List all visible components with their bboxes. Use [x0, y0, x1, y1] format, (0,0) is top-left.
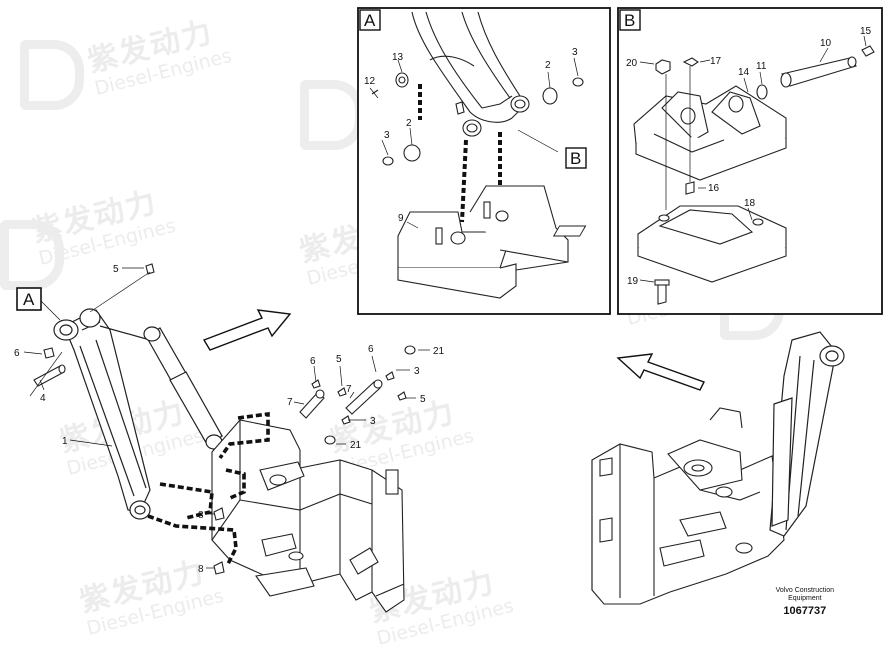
callout-b-14: 14: [738, 67, 750, 78]
callout-6c: 6: [368, 344, 374, 355]
callout-b-19: 19: [627, 276, 639, 287]
frame-left: [211, 419, 405, 613]
panel-b-parts: [654, 45, 875, 305]
boom-right: [769, 331, 845, 537]
parts-diagram: 紫发动力 Diesel-Engines 紫发动力 Diesel-Engines …: [0, 7, 883, 650]
panel-b-leaders: [639, 35, 867, 283]
callout-6: 6: [14, 348, 20, 359]
panel-a-label-box: [359, 9, 381, 31]
callout-b-16: 16: [708, 183, 720, 194]
callout-b-11: 11: [756, 61, 767, 72]
panel-a-pins: [371, 72, 584, 166]
callout-3b: 3: [370, 416, 376, 427]
callout-4: 4: [40, 393, 46, 404]
callout-a-2b: 2: [545, 60, 551, 71]
view-b-marker-box: [565, 147, 587, 169]
callout-5b: 5: [336, 354, 342, 365]
panel-b-lower-bracket: [552, 205, 787, 283]
main-leaders: [23, 267, 430, 569]
direction-arrow-left: [202, 309, 292, 351]
panel-b-upper-bracket: [633, 85, 787, 181]
panel-a-boom: [411, 11, 527, 123]
callout-b-10: 10: [820, 38, 832, 49]
callout-7b: 7: [346, 384, 352, 395]
callout-21b: 21: [350, 440, 362, 451]
panel-b-letter: B: [624, 11, 635, 30]
panel-a-brackets: [397, 185, 569, 299]
frame-dashed-outline: [147, 411, 270, 565]
callout-3a: 3: [414, 366, 420, 377]
callout-b-20: 20: [626, 58, 638, 69]
footer-line-1: Volvo Construction: [775, 587, 834, 594]
callout-a-13: 13: [392, 52, 404, 63]
callout-8b: 8: [198, 564, 204, 575]
callout-5c: 5: [420, 394, 426, 405]
panel-a-leaders: [369, 57, 579, 229]
boom-arm: [53, 308, 151, 520]
callout-8a: 8: [198, 510, 204, 521]
view-b-marker: B: [570, 149, 581, 168]
callout-b-17: 17: [710, 56, 722, 67]
footer-drawing-number: 1067737: [783, 605, 827, 617]
view-a-marker-box: [16, 287, 42, 311]
hydraulic-cylinder: [143, 326, 223, 450]
document-footer: Volvo Construction Equipment 1067737: [776, 587, 834, 617]
small-parts-center: [213, 345, 416, 575]
panel-a-letter: A: [364, 11, 376, 30]
callout-a-3a: 3: [384, 130, 390, 141]
frame-right: [591, 407, 785, 605]
callout-7a: 7: [287, 397, 293, 408]
panel-b-label-box: [619, 9, 641, 31]
direction-arrow-right: [616, 353, 705, 391]
callout-5: 5: [113, 264, 119, 275]
callout-a-2a: 2: [406, 118, 412, 129]
callout-a-12: 12: [364, 76, 376, 87]
callout-1: 1: [62, 436, 68, 447]
footer-line-2: Equipment: [788, 595, 822, 602]
panel-a-boom-bores: [462, 95, 530, 137]
callout-a-3b: 3: [572, 47, 578, 58]
callout-21a: 21: [433, 346, 445, 357]
pin-4: [33, 347, 66, 387]
callout-a-9: 9: [398, 213, 404, 224]
callout-6b: 6: [310, 356, 316, 367]
view-a-marker: A: [23, 290, 35, 309]
bolt-5: [29, 263, 155, 397]
diagram-drawing: A: [14, 7, 883, 613]
callout-b-15: 15: [860, 26, 872, 37]
callout-b-18: 18: [744, 198, 756, 209]
